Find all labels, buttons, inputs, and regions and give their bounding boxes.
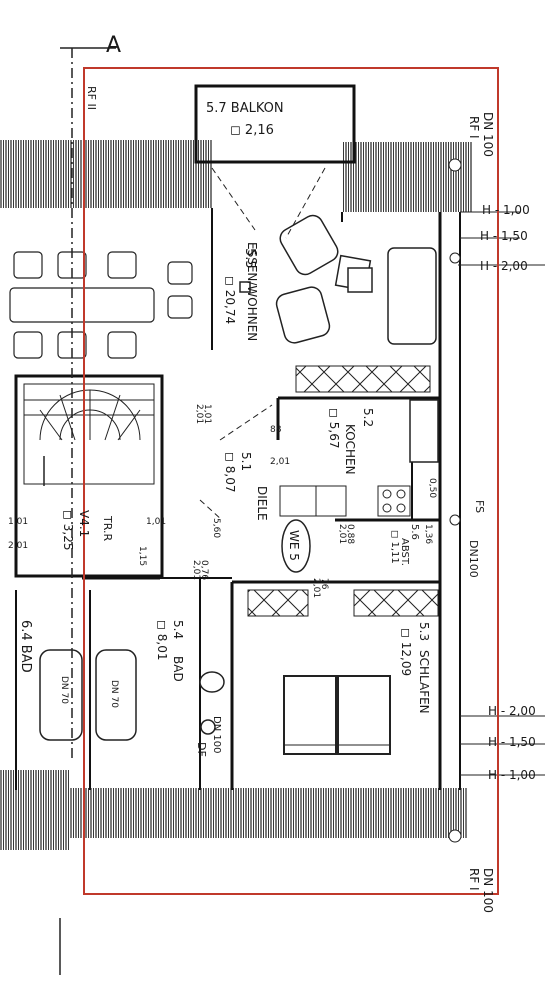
double-bed xyxy=(283,675,391,755)
bad-code: 5.4 xyxy=(171,620,185,639)
height-top-2: H - 1,50 xyxy=(480,229,528,243)
dn-bath: DN 100 xyxy=(211,716,222,753)
schlafen-name: SCHLAFEN xyxy=(417,650,431,714)
door-dim-1: 1,01 xyxy=(202,404,212,424)
abst-area: ◻ 1,11 xyxy=(389,530,400,564)
door-dim-15: 0,50 xyxy=(427,478,437,498)
tub-label-2: DN 70 xyxy=(109,680,119,708)
dn-top: DN 100 xyxy=(481,112,495,157)
walls xyxy=(14,84,461,790)
section-marker: A xyxy=(106,33,121,58)
door-dim-14: 5,60 xyxy=(211,518,221,538)
essen-name: ESSEN/WOHNEN xyxy=(245,242,259,341)
roof-hatching xyxy=(0,140,472,850)
door-dim-9: 76 xyxy=(319,578,329,590)
door-dim-2: 2,01 xyxy=(194,404,204,424)
schlafen-code: 5.3 xyxy=(417,622,431,641)
duct xyxy=(409,399,439,463)
stair-area: ◻ 3,25 xyxy=(61,510,75,551)
diele-code: 5.1 xyxy=(239,452,253,471)
height-lines xyxy=(458,211,545,776)
door-dim-12: 1,01 xyxy=(146,517,166,527)
height-top-3: H - 2,00 xyxy=(480,259,528,273)
balkon-label: 5.7 BALKON xyxy=(206,101,284,116)
door-dim-6: 2,01 xyxy=(337,524,347,544)
bad-area: ◻ 8,01 xyxy=(155,620,169,661)
fs-label: FS xyxy=(473,500,486,513)
door-dim-16: 1,36 xyxy=(423,524,433,544)
abst-name: ABST. xyxy=(399,538,410,566)
door-dim-13: 2,01 xyxy=(8,541,28,551)
stair-code: V4.1 xyxy=(77,510,91,537)
highlight-frame xyxy=(83,67,499,895)
staircase xyxy=(23,383,155,486)
rf-bottom: RF I xyxy=(467,868,481,891)
door-dim-7: 0,76 xyxy=(199,560,209,580)
door-dim-8: 2,01 xyxy=(191,560,201,580)
neighbor-bad: 6.4 BAD xyxy=(18,620,33,673)
unit-tag-circle xyxy=(281,519,311,573)
diele-area: ◻ 8,07 xyxy=(223,452,237,493)
door-dim-4: 2,01 xyxy=(270,457,290,467)
living-furniture xyxy=(239,214,437,345)
tub-label-1: DN 70 xyxy=(59,676,69,704)
stair-tag: TR.R xyxy=(101,515,114,541)
height-bottom-3: H - 1,00 xyxy=(488,768,536,782)
door-dim-11: 1,01 xyxy=(8,517,28,527)
height-top-1: H - 1,00 xyxy=(482,203,530,217)
kochen-code: 5.2 xyxy=(361,408,375,427)
unit-tag: WE 5 xyxy=(287,530,301,561)
bad-name: BAD xyxy=(171,656,185,682)
dn-mid: DN100 xyxy=(467,540,480,578)
schlafen-area: ◻ 12,09 xyxy=(399,628,413,676)
section-line xyxy=(59,47,116,975)
kochen-name: KOCHEN xyxy=(343,424,357,475)
dining-furniture xyxy=(9,251,193,359)
essen-area: ◻ 20,74 xyxy=(223,276,237,324)
door-dim-17: 1,15 xyxy=(137,546,147,566)
kitchen-cabinets xyxy=(247,365,439,617)
essen-code: 5.5 xyxy=(242,248,257,269)
dn-bottom: DN 100 xyxy=(481,868,495,913)
pipe-markers xyxy=(448,158,462,843)
door-dim-3: 88 xyxy=(270,425,282,435)
door-swings xyxy=(199,167,326,521)
rf-left: RF II xyxy=(85,86,98,110)
rf-top: RF I xyxy=(467,116,481,139)
balkon-area: ◻ 2,16 xyxy=(230,123,274,138)
df-label: DF xyxy=(195,742,208,757)
kochen-area: ◻ 5,67 xyxy=(327,408,341,449)
door-dim-10: 2,01 xyxy=(311,578,321,598)
door-dim-5: 0,88 xyxy=(345,524,355,544)
abst-code: 5.6 xyxy=(409,524,420,540)
height-bottom-1: H - 2,00 xyxy=(488,704,536,718)
height-bottom-2: H - 1,50 xyxy=(488,735,536,749)
diele-name: DIELE xyxy=(255,486,269,521)
